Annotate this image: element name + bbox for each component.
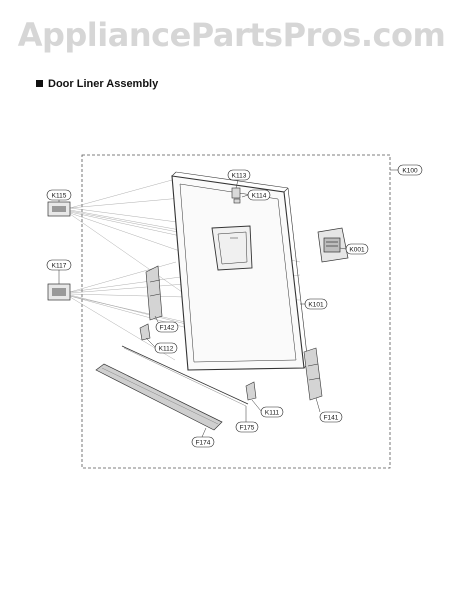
part-k117-pad (47, 283, 71, 301)
callout-f174: F174 (191, 436, 215, 448)
callout-k112: K112 (154, 342, 178, 354)
callout-k112-label: K112 (159, 346, 174, 353)
callout-f174-label: F174 (196, 440, 211, 447)
callout-k115: K115 (46, 189, 72, 201)
part-f141-hinge (303, 347, 323, 401)
callout-k001-label: K001 (349, 247, 365, 254)
callout-f175: F175 (235, 421, 259, 433)
section-title: Door Liner Assembly (36, 78, 158, 90)
part-f174-trim (95, 363, 223, 431)
callout-k114: K114 (247, 189, 271, 201)
callout-k114-label: K114 (252, 193, 267, 200)
bullet-square-icon (36, 80, 43, 87)
callout-k117: K117 (46, 259, 72, 271)
site-watermark: AppliancePartsPros.com (17, 16, 446, 54)
callout-f141: F141 (319, 411, 343, 423)
section-title-text: Door Liner Assembly (48, 78, 159, 90)
part-k111-bracket (245, 381, 257, 401)
callout-k115-label: K115 (52, 193, 67, 200)
callout-k101: K101 (304, 298, 328, 310)
door-liner-panel (171, 171, 309, 371)
callout-f142: F142 (155, 321, 179, 333)
callout-k101-label: K101 (308, 302, 324, 309)
callout-k113-label: K113 (232, 173, 247, 180)
callout-f142-label: F142 (160, 325, 175, 332)
callout-k111-label: K111 (265, 410, 280, 417)
part-k115-pad (47, 201, 71, 217)
callout-leaders (58, 169, 398, 438)
part-k112-bracket (139, 323, 151, 341)
assembly-boundary (81, 154, 391, 469)
callout-k100: K100 (397, 164, 423, 176)
part-k001-module (317, 227, 349, 263)
callout-k001: K001 (345, 243, 369, 255)
callout-f175-label: F175 (240, 425, 255, 432)
callout-k111: K111 (260, 406, 284, 418)
part-f175-rod (121, 345, 249, 407)
callout-k100-label: K100 (402, 168, 418, 175)
callout-k113: K113 (227, 169, 251, 181)
callout-f141-label: F141 (324, 415, 339, 422)
part-f142-hinge (145, 265, 163, 321)
callout-k117-label: K117 (52, 263, 67, 270)
